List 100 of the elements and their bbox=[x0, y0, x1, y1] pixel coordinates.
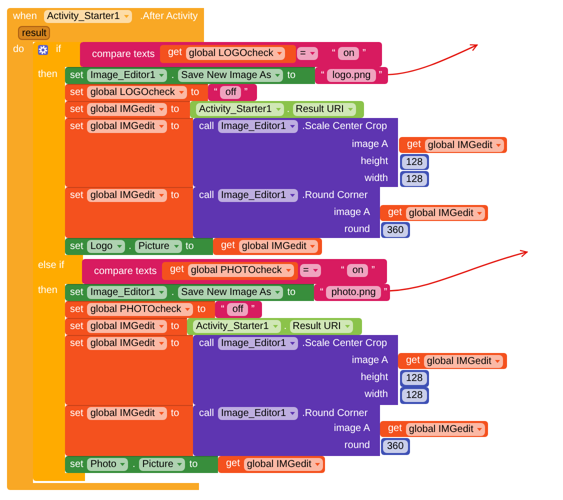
variable-dropdown: global IMGedit bbox=[406, 422, 486, 436]
component-dropdown: Activity_Starter1 bbox=[196, 103, 284, 116]
quote-mark: “ bbox=[341, 264, 344, 278]
keyword-label: set bbox=[70, 458, 84, 472]
keyword-label: set bbox=[70, 302, 84, 316]
dot-label: . bbox=[171, 68, 174, 82]
keyword-label: set bbox=[70, 188, 84, 202]
keyword-label: get bbox=[388, 206, 402, 220]
component-dropdown: Image_Editor1 bbox=[218, 337, 298, 350]
method-name: .Round Corner bbox=[302, 406, 368, 420]
parameter-label: image A bbox=[334, 422, 370, 436]
variable-dropdown: global LOGOcheck bbox=[87, 86, 187, 99]
text-block bbox=[215, 301, 262, 318]
quote-mark: “ bbox=[332, 46, 336, 60]
quote-mark: ” bbox=[244, 86, 248, 100]
number-field: 128 bbox=[402, 372, 427, 385]
keyword-label: get bbox=[221, 239, 235, 253]
text-block bbox=[314, 284, 390, 301]
property-dropdown: Picture bbox=[135, 240, 182, 253]
keyword-label: set bbox=[70, 120, 84, 134]
keyword-label: to bbox=[170, 320, 180, 334]
text-block bbox=[208, 84, 257, 101]
variable-dropdown: global IMGedit bbox=[406, 206, 486, 220]
keyword-label: get bbox=[170, 263, 184, 277]
parameter-label: width bbox=[364, 172, 388, 186]
keyword-label: to bbox=[186, 240, 194, 254]
component-dropdown: Photo bbox=[87, 458, 128, 471]
keyword-label: to bbox=[197, 302, 206, 316]
text-field: on bbox=[338, 47, 360, 60]
keyword-label: to bbox=[170, 120, 180, 134]
parameter-label: round bbox=[344, 439, 370, 453]
variable-dropdown: global IMGedit bbox=[244, 458, 324, 470]
parameter-label: image A bbox=[334, 206, 370, 220]
keyword-label: to bbox=[170, 102, 180, 116]
set-variable-block bbox=[65, 301, 262, 318]
compare-texts-block bbox=[82, 259, 387, 284]
keyword-label: call bbox=[199, 336, 214, 350]
text-field: photo.png bbox=[326, 286, 381, 299]
text-field: on bbox=[347, 264, 368, 277]
variable-dropdown: global IMGedit bbox=[87, 120, 167, 133]
keyword-label: get bbox=[388, 422, 402, 436]
parameter-label: round bbox=[344, 223, 370, 237]
get-variable-block bbox=[398, 353, 507, 369]
keyword-label: to bbox=[190, 86, 200, 100]
property-dropdown: Result URI bbox=[290, 320, 353, 333]
parameter-name: result bbox=[18, 26, 50, 40]
text-field: off bbox=[220, 86, 242, 99]
keyword-label: to bbox=[189, 458, 198, 472]
keyword-label: set bbox=[70, 86, 84, 100]
quote-mark: ” bbox=[371, 264, 375, 278]
keyword-label: set bbox=[70, 286, 84, 300]
component-dropdown: Activity_Starter1 bbox=[44, 10, 132, 23]
get-variable-block bbox=[380, 421, 488, 437]
text-block bbox=[315, 67, 388, 84]
quote-mark: “ bbox=[321, 68, 324, 82]
property-getter-block bbox=[190, 101, 364, 118]
dot-label: . bbox=[286, 102, 290, 116]
keyword-label: else if bbox=[38, 259, 64, 273]
quote-mark: ” bbox=[251, 302, 255, 316]
dot-label: . bbox=[284, 320, 287, 334]
operator-dropdown: = bbox=[300, 264, 321, 277]
keyword-label: then bbox=[38, 284, 58, 298]
component-dropdown: Activity_Starter1 bbox=[193, 320, 281, 333]
keyword-label: get bbox=[226, 457, 240, 471]
set-variable-block bbox=[65, 335, 507, 405]
keyword-label: to bbox=[170, 336, 180, 350]
keyword-label: compare texts bbox=[94, 264, 157, 278]
component-dropdown: Image_Editor1 bbox=[87, 286, 168, 299]
variable-dropdown: global IMGedit bbox=[87, 337, 167, 350]
get-variable-block bbox=[218, 456, 325, 473]
property-dropdown: Result URI bbox=[292, 103, 356, 116]
method-name: .Scale Center Crop bbox=[302, 120, 388, 134]
operator-dropdown: = bbox=[297, 47, 318, 60]
get-variable-block bbox=[213, 238, 322, 255]
keyword-label: get bbox=[407, 138, 421, 152]
dot-label: . bbox=[128, 240, 132, 254]
parameter-label: width bbox=[364, 388, 388, 402]
keyword-label: set bbox=[70, 102, 84, 116]
set-variable-block bbox=[65, 187, 488, 238]
keyword-label: if bbox=[56, 43, 61, 57]
variable-dropdown: global PHOTOcheck bbox=[87, 303, 194, 316]
keyword-label: set bbox=[70, 336, 84, 350]
property-getter-block bbox=[187, 318, 362, 335]
get-variable-block bbox=[380, 205, 488, 221]
parameter-label: image A bbox=[352, 354, 388, 368]
set-variable-block bbox=[65, 84, 257, 101]
property-setter-block bbox=[65, 284, 390, 301]
variable-dropdown: global IMGedit bbox=[238, 240, 318, 252]
keyword-label: get bbox=[406, 354, 420, 368]
parameter-label: height bbox=[360, 371, 388, 385]
property-setter-block bbox=[65, 456, 325, 473]
number-field: 360 bbox=[383, 440, 408, 453]
get-variable-block bbox=[162, 262, 298, 280]
keyword-label: compare texts bbox=[92, 48, 155, 62]
component-dropdown: Image_Editor1 bbox=[218, 120, 298, 133]
component-dropdown: Image_Editor1 bbox=[218, 189, 298, 202]
quote-mark: “ bbox=[320, 286, 324, 300]
variable-dropdown: global IMGedit bbox=[424, 138, 504, 152]
keyword-label: when bbox=[13, 10, 37, 24]
keyword-label: set bbox=[70, 240, 84, 254]
